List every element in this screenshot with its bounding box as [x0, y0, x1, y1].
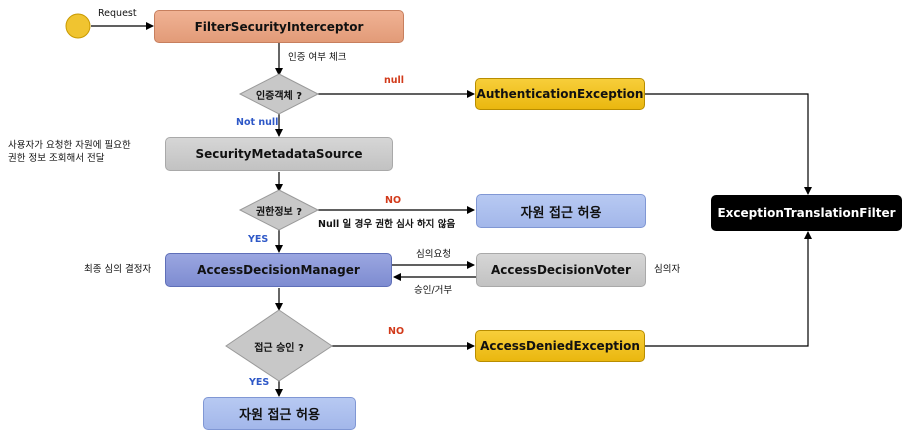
access-decision-voter: AccessDecisionVoter	[476, 253, 646, 287]
voter-label: 심의자	[654, 264, 681, 275]
security-metadata-source: SecurityMetadataSource	[165, 137, 393, 171]
access-yes-label: YES	[249, 377, 270, 388]
auth-notnull-label: Not null	[236, 117, 279, 128]
filter-security-interceptor: FilterSecurityInterceptor	[154, 10, 404, 43]
decision-auth-text: 인증객체 ?	[255, 90, 303, 102]
access-no-label: NO	[388, 326, 405, 337]
decision-perm	[238, 189, 320, 231]
metadata-description: 사용자가 요청한 자원에 필요한 권한 정보 조회해서 전달	[8, 140, 131, 166]
request-label: Request	[98, 8, 137, 19]
access-denied-exception: AccessDeniedException	[475, 330, 645, 362]
decision-access-text: 접근 승인 ?	[254, 342, 304, 354]
resource-access-allow-2: 자원 접근 허용	[203, 397, 356, 430]
metadata-description-line-2: 권한 정보 조회해서 전달	[8, 152, 105, 164]
start-node	[65, 13, 91, 39]
auth-null-label: null	[384, 75, 405, 86]
arrow-auth-exception-to-translation	[645, 93, 812, 195]
decision-access	[225, 309, 333, 382]
decision-perm-text: 권한정보 ?	[255, 206, 303, 218]
resource-access-allow-1: 자원 접근 허용	[476, 194, 646, 228]
perm-null-note: Null 일 경우 권한 심사 하지 않음	[318, 219, 456, 230]
perm-yes-label: YES	[248, 234, 269, 245]
approve-reject-label: 승인/거부	[414, 285, 453, 296]
decision-auth	[238, 73, 320, 115]
final-decider-label: 최종 심의 결정자	[84, 264, 152, 275]
authentication-exception: AuthenticationException	[475, 78, 645, 110]
arrow-denied-exception-to-translation	[645, 231, 812, 347]
metadata-description-line-1: 사용자가 요청한 자원에 필요한	[8, 140, 131, 151]
perm-no-label: NO	[385, 195, 402, 206]
auth-check-label: 인증 여부 체크	[288, 52, 347, 63]
access-decision-manager: AccessDecisionManager	[165, 253, 392, 287]
exception-translation-filter: ExceptionTranslationFilter	[711, 195, 902, 231]
request-review-label: 심의요청	[416, 249, 451, 260]
